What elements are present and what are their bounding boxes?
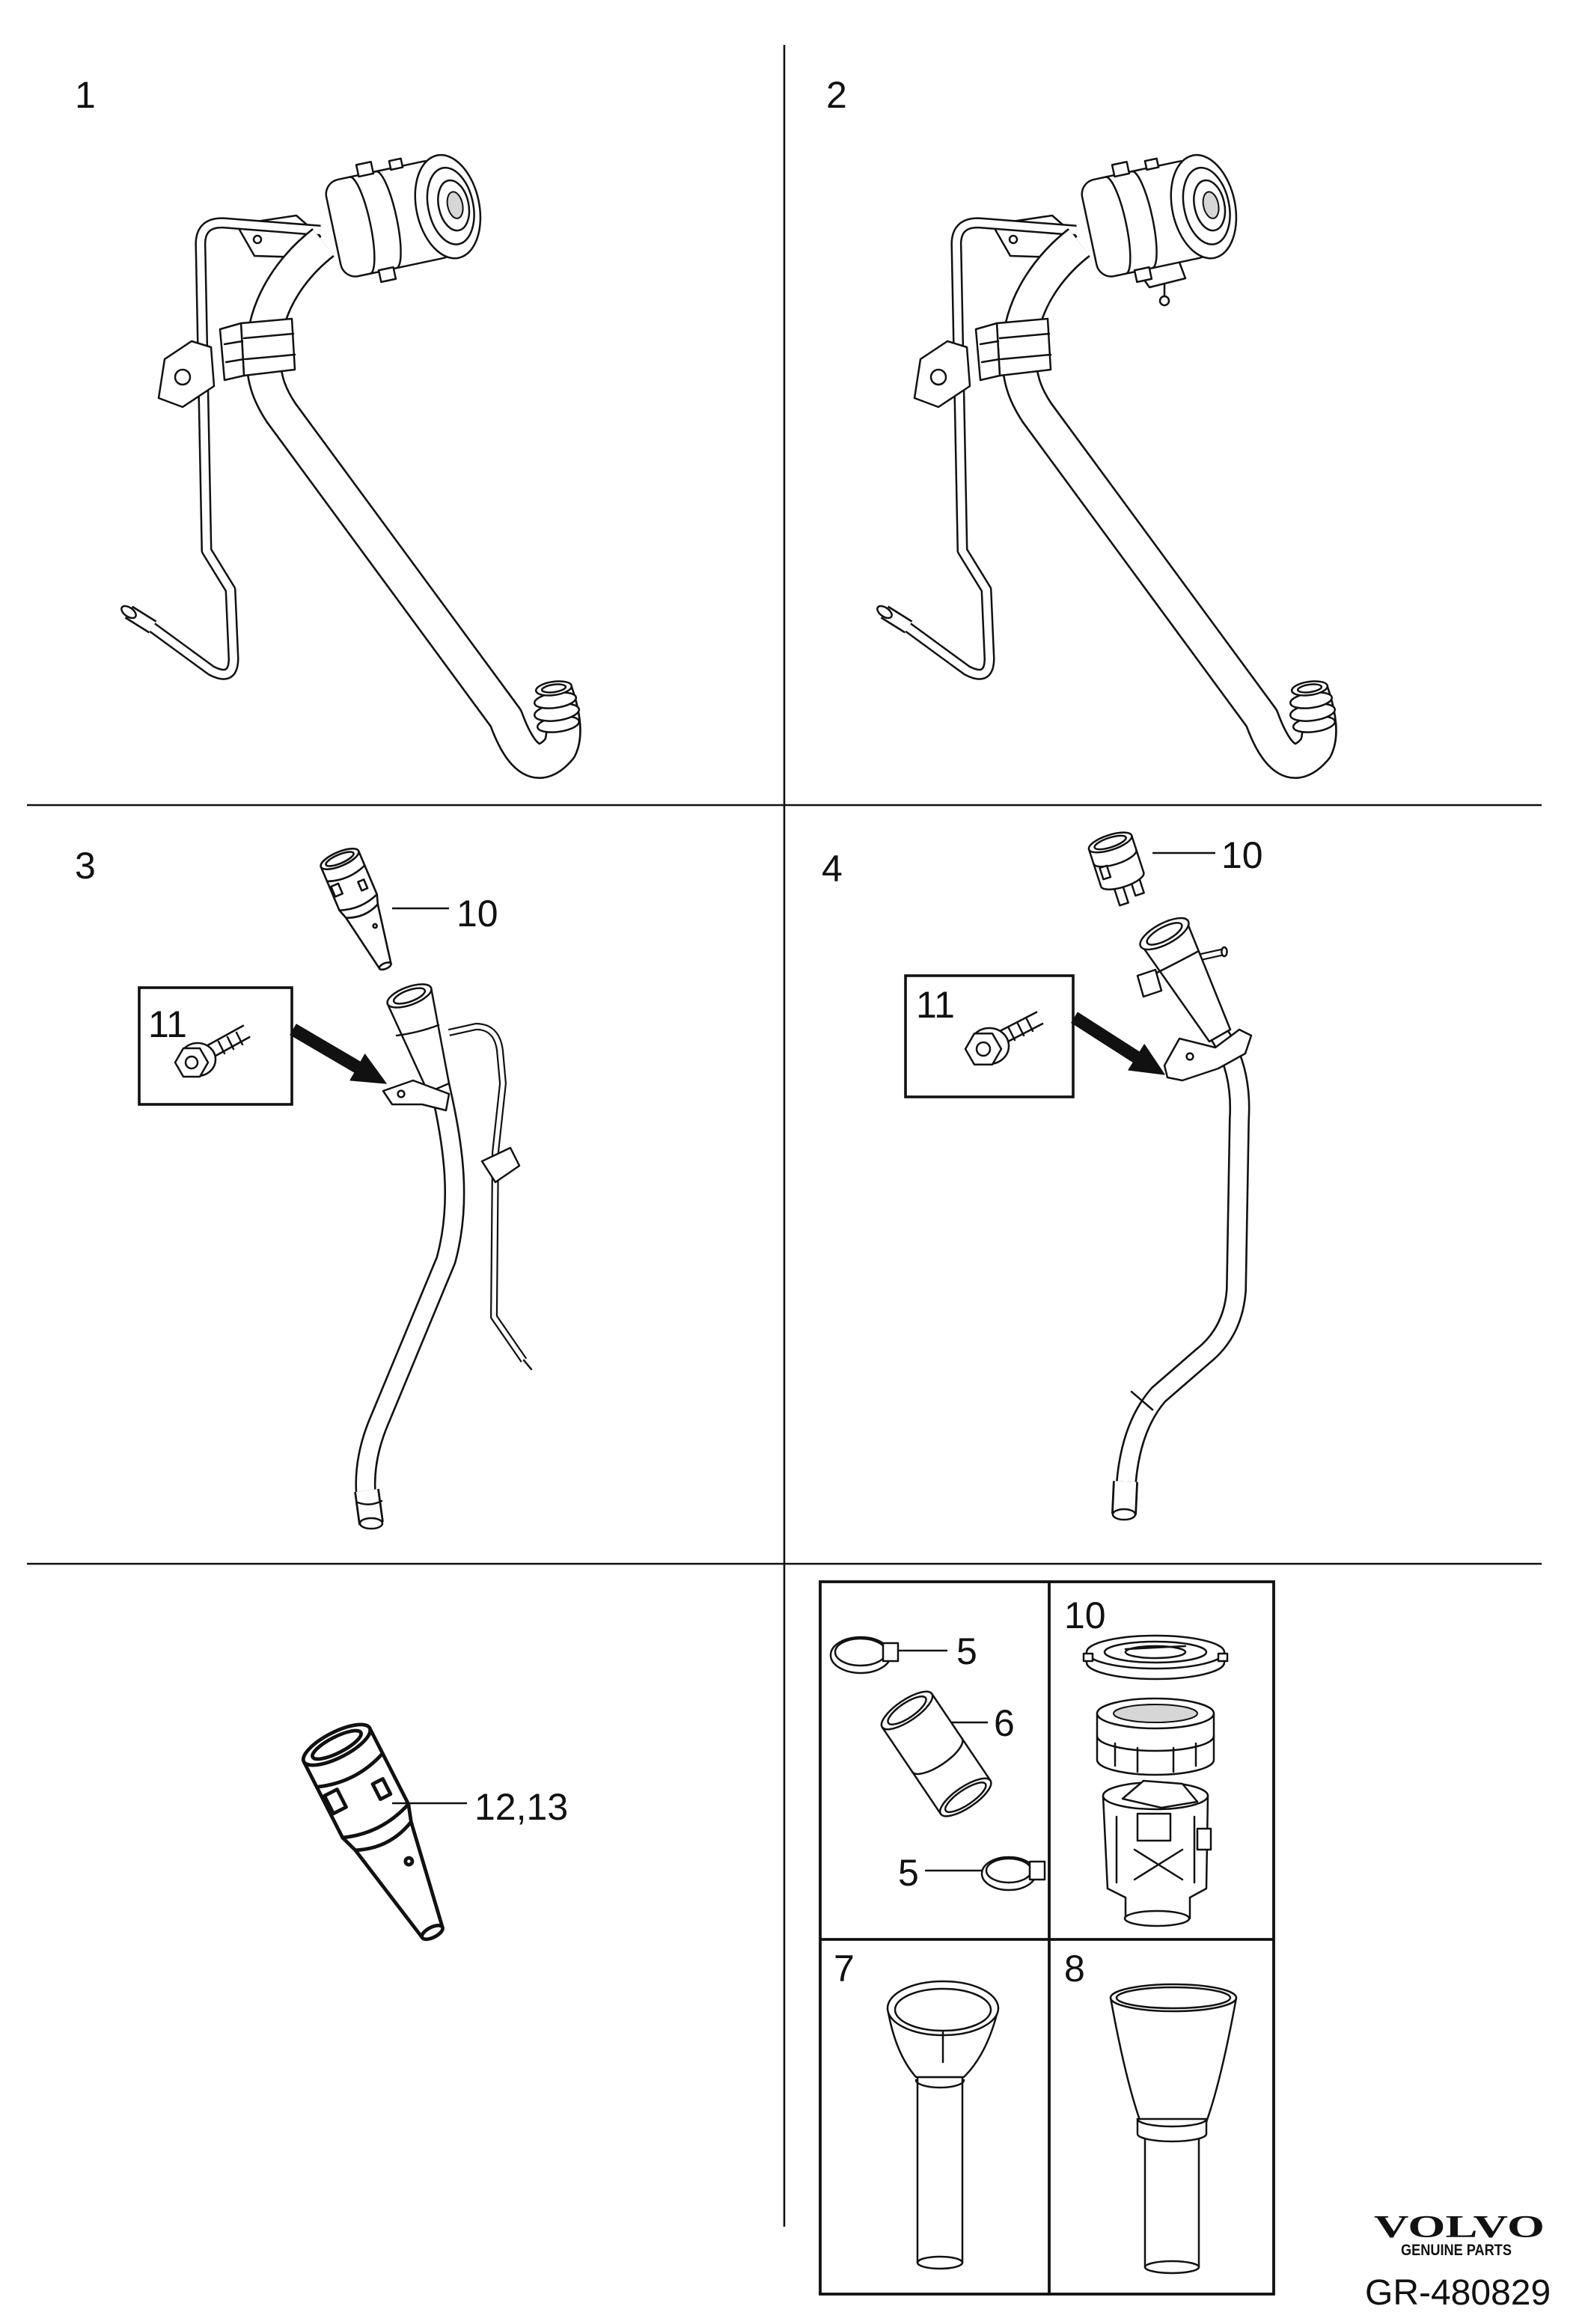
filler-pipe-assembly <box>120 141 581 761</box>
panel-4: 4 10 <box>822 831 1263 1521</box>
callout-insert: 12,13 <box>474 1786 568 1828</box>
bolt <box>964 1011 1044 1066</box>
diagram-reference: GR-480829 <box>1365 2273 1551 2313</box>
funnel-b-number: 8 <box>1064 1948 1085 1990</box>
brand-block: VOLVO GENUINE PARTS GR-480829 <box>1365 2210 1551 2313</box>
fuel-neck-insert <box>1087 831 1145 907</box>
hose-kit-cell: 5 6 5 <box>829 1630 1046 1894</box>
funnel-a <box>886 1980 1000 2270</box>
hose-clamp <box>829 1636 900 1675</box>
panel-1-number: 1 <box>75 74 96 116</box>
vent-pipe <box>448 1023 533 1371</box>
callout-bolt: 11 <box>916 984 955 1026</box>
fuel-neck-insert <box>317 843 406 978</box>
cap-assembly-number: 10 <box>1064 1594 1106 1636</box>
cap-assembly-cell: 10 <box>1064 1594 1229 1927</box>
callout-clamp-top: 5 <box>956 1630 977 1672</box>
funnel-7-cell: 7 <box>834 1948 1000 2270</box>
cap-collar <box>1096 1697 1215 1776</box>
panel-dividers <box>27 45 1542 2227</box>
callout-clamp-bottom: 5 <box>898 1852 919 1894</box>
funnel-a-number: 7 <box>834 1948 855 1990</box>
panel-5: 12,13 <box>298 1716 568 1954</box>
panel-3: 3 10 11 <box>75 843 533 1530</box>
cap-ring <box>1082 1634 1229 1681</box>
pipe-bracket <box>1163 1028 1253 1082</box>
panel-2: 2 <box>826 74 1336 761</box>
funnel-b <box>1109 1983 1238 2275</box>
pointer-arrow <box>1071 1012 1165 1075</box>
callout-bolt: 11 <box>148 1003 187 1045</box>
filler-pipe <box>1111 917 1250 1521</box>
callout-insert: 10 <box>456 893 498 935</box>
callout-hose: 6 <box>994 1702 1015 1744</box>
panel-2-number: 2 <box>826 74 847 116</box>
fuel-neck-insert <box>298 1716 468 1954</box>
filler-pipe-assembly <box>876 141 1337 761</box>
panel-1: 1 <box>75 74 580 761</box>
panel-4-number: 4 <box>822 848 843 890</box>
volvo-logo: VOLVO <box>1374 2210 1545 2245</box>
callout-insert: 10 <box>1221 834 1263 876</box>
funnel-8-cell: 8 <box>1064 1948 1238 2275</box>
cap-mechanism <box>1102 1779 1212 1927</box>
hose-clamp <box>980 1856 1046 1892</box>
bolt <box>174 1024 251 1078</box>
brand-tagline: GENUINE PARTS <box>1401 2242 1512 2259</box>
connecting-hose <box>880 1690 992 1817</box>
parts-grid-frame <box>819 1580 1275 2296</box>
panel-3-number: 3 <box>75 845 96 887</box>
pointer-arrow <box>290 1024 387 1084</box>
filler-pipe <box>354 983 465 1530</box>
parts-grid: 5 6 5 10 <box>819 1580 1275 2296</box>
pipe-bracket <box>382 1079 521 1184</box>
